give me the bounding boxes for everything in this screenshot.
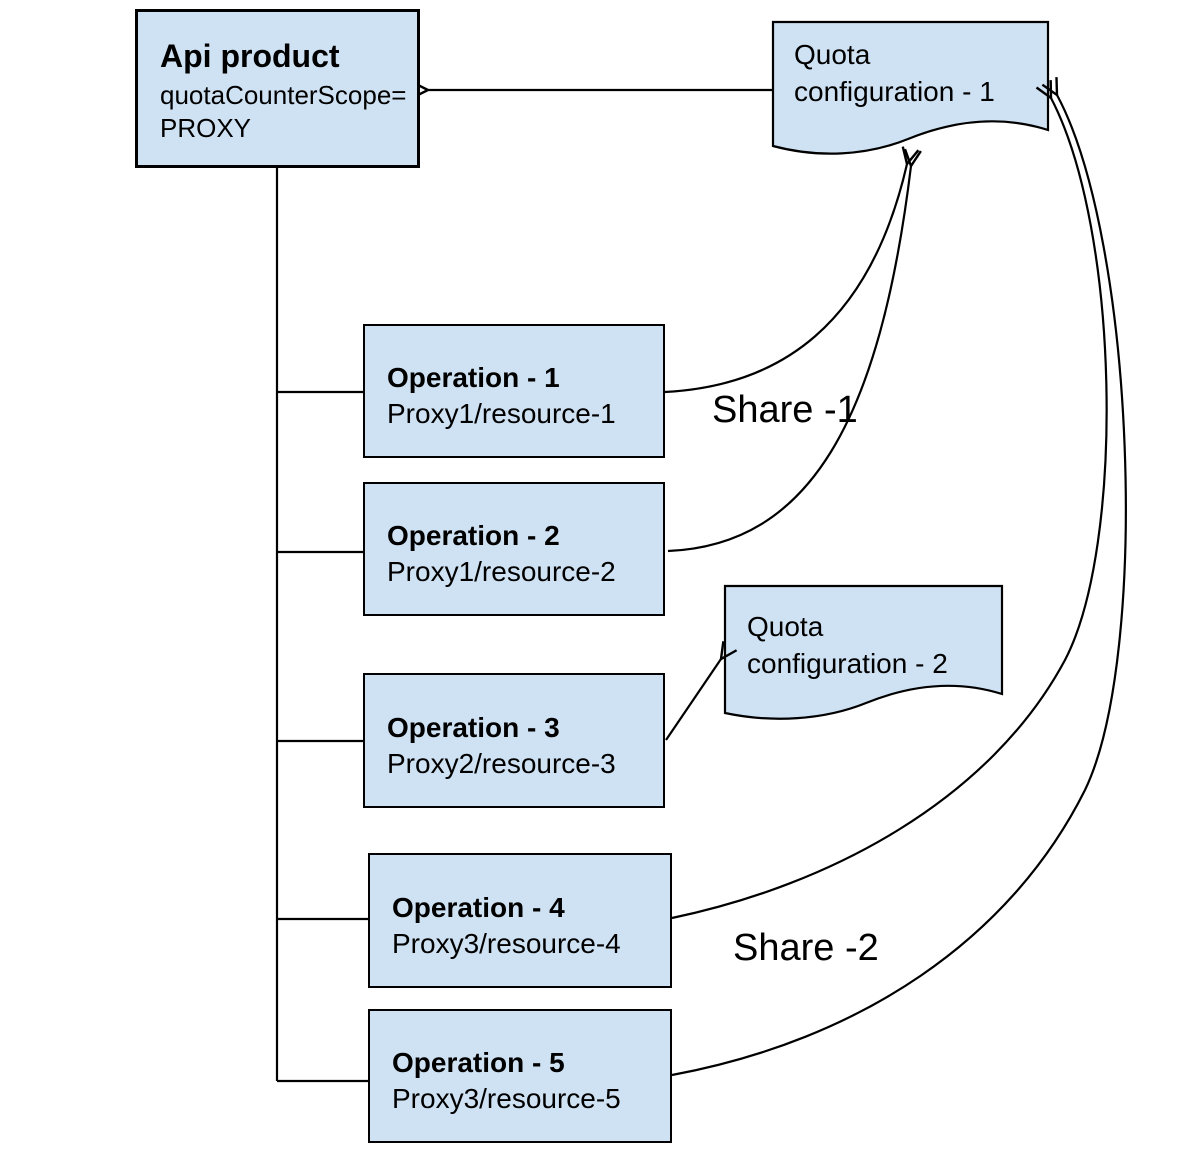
node-api-product: Api product quotaCounterScope= PROXY bbox=[135, 9, 420, 168]
operation-title: Operation - 5 bbox=[392, 1047, 565, 1078]
quota-configuration-2-line2: configuration - 2 bbox=[747, 648, 948, 679]
share-1-label: Share -1 bbox=[712, 389, 858, 431]
operation-title: Operation - 4 bbox=[392, 891, 565, 923]
api-product-attribute-line1: quotaCounterScope= bbox=[160, 80, 407, 110]
arrow-operation-3-to-quota-config-2 bbox=[665, 641, 738, 741]
operation-title: Operation - 2 bbox=[387, 520, 560, 551]
operation-resource: Proxy1/resource-2 bbox=[387, 556, 616, 587]
arrow-operation-2-to-quota-config-1 bbox=[667, 148, 922, 553]
node-operation-2: Operation - 2 Proxy1/resource-2 bbox=[363, 482, 665, 616]
quota-configuration-1-line1: Quota bbox=[794, 39, 871, 70]
arrow-operation-4-to-quota-config-1 bbox=[671, 80, 1108, 920]
node-operation-3: Operation - 3 Proxy2/resource-3 bbox=[363, 673, 665, 808]
operation-resource: Proxy2/resource-3 bbox=[387, 747, 616, 779]
node-operation-1: Operation - 1 Proxy1/resource-1 bbox=[363, 324, 665, 458]
document-shape-quota-configuration-2 bbox=[723, 584, 1004, 720]
share-2-label: Share -2 bbox=[733, 927, 879, 969]
node-operation-4: Operation - 4 Proxy3/resource-4 bbox=[368, 853, 672, 988]
document-shape-quota-configuration-1 bbox=[771, 20, 1050, 155]
quota-configuration-1-line2: configuration - 1 bbox=[794, 76, 995, 107]
node-operation-5: Operation - 5 Proxy3/resource-5 bbox=[368, 1009, 672, 1143]
operation-title: Operation - 1 bbox=[387, 362, 560, 393]
arrow-operation-1-to-quota-config-1 bbox=[664, 146, 920, 394]
arrow-operation-5-to-quota-config-1 bbox=[671, 77, 1127, 1077]
operation-resource: Proxy3/resource-4 bbox=[392, 927, 621, 959]
operation-resource: Proxy3/resource-5 bbox=[392, 1083, 621, 1114]
quota-configuration-2-line1: Quota bbox=[747, 611, 824, 642]
api-product-title: Api product bbox=[160, 38, 340, 74]
operation-title: Operation - 3 bbox=[387, 711, 560, 743]
api-product-attribute-line2: PROXY bbox=[160, 113, 252, 143]
quota-configuration-2-label: Quota configuration - 2 bbox=[747, 608, 948, 682]
operation-resource: Proxy1/resource-1 bbox=[387, 398, 616, 429]
quota-configuration-1-label: Quota configuration - 1 bbox=[794, 36, 995, 110]
